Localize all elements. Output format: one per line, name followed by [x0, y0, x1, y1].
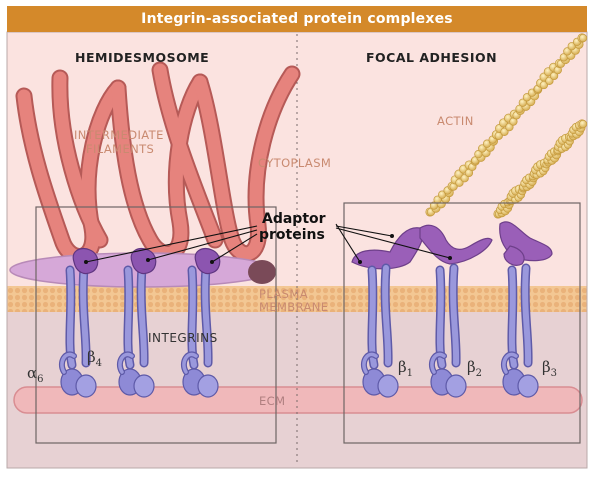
label-adaptor: Adaptor	[262, 211, 326, 227]
integrin	[180, 263, 219, 398]
hemidesmosome-box	[35, 206, 277, 444]
integrin	[116, 263, 155, 398]
label-beta2: β2	[467, 358, 483, 379]
label-proteins: proteins	[259, 227, 325, 243]
label-membrane: MEMBRANE	[259, 300, 329, 314]
integrin	[58, 263, 97, 398]
integrin	[360, 263, 399, 398]
integrin-dimers	[58, 263, 539, 398]
focal-adhesion-box	[343, 202, 581, 444]
panel-title-focal-adhesion: FOCAL ADHESION	[366, 50, 498, 65]
label-filaments: FILAMENTS	[86, 142, 155, 156]
ecm-fiber	[13, 386, 583, 414]
label-plasma: PLASMA	[259, 287, 308, 301]
hemidesmosome-adaptors	[72, 247, 221, 275]
actin-filament	[425, 33, 588, 217]
actin-filaments	[425, 33, 588, 219]
label-beta4: β4	[87, 348, 103, 369]
label-beta1: β1	[398, 358, 414, 379]
label-actin: ACTIN	[437, 114, 474, 128]
label-ecm: ECM	[259, 394, 286, 408]
label-integrins: INTEGRINS	[148, 331, 218, 345]
actin-filament	[493, 119, 588, 219]
adaptor-pointers	[85, 223, 451, 263]
integrin	[428, 263, 467, 398]
label-alpha6: α6	[27, 364, 44, 385]
label-intermediate: INTERMEDIATE	[74, 128, 164, 142]
integrin	[500, 263, 539, 398]
figure-title: Integrin-associated protein complexes	[7, 6, 587, 32]
label-beta3: β3	[542, 358, 558, 379]
panel-title-hemidesmosome: HEMIDESMOSOME	[75, 50, 210, 65]
label-cytoplasm: CYTOPLASM	[258, 156, 332, 170]
